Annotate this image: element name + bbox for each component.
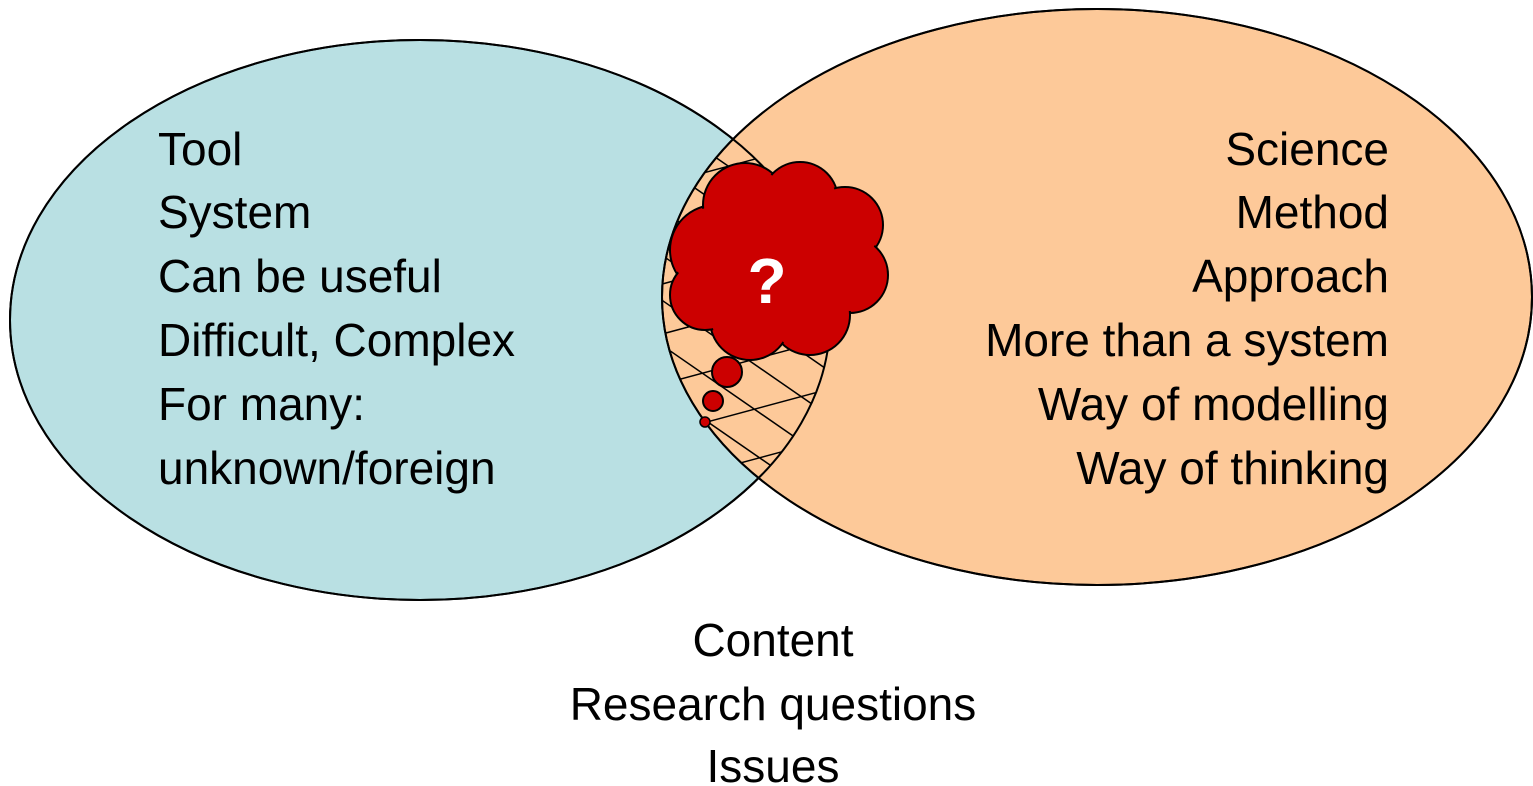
right-item: Approach: [1192, 250, 1389, 302]
bottom-list: Content Research questions Issues: [570, 614, 977, 786]
left-item: Tool: [158, 123, 242, 175]
bottom-item: Content: [692, 614, 853, 666]
left-item: unknown/foreign: [158, 442, 496, 494]
thought-bubble: [711, 356, 743, 388]
bottom-item: Issues: [707, 740, 840, 786]
right-item: Method: [1236, 186, 1389, 238]
thought-cloud-icon: ?: [669, 161, 889, 428]
left-item: System: [158, 186, 311, 238]
question-mark: ?: [747, 245, 786, 317]
left-item: Difficult, Complex: [158, 314, 515, 366]
bottom-item: Research questions: [570, 678, 977, 730]
right-item: Science: [1225, 123, 1389, 175]
right-item: Way of thinking: [1076, 442, 1389, 494]
right-set-list: Science Method Approach More than a syst…: [985, 123, 1389, 494]
thought-bubble: [702, 390, 724, 412]
left-set-list: Tool System Can be useful Difficult, Com…: [158, 123, 515, 494]
right-item: More than a system: [985, 314, 1389, 366]
left-item: Can be useful: [158, 250, 442, 302]
thought-bubble: [699, 416, 711, 428]
right-item: Way of modelling: [1038, 378, 1389, 430]
left-item: For many:: [158, 378, 365, 430]
